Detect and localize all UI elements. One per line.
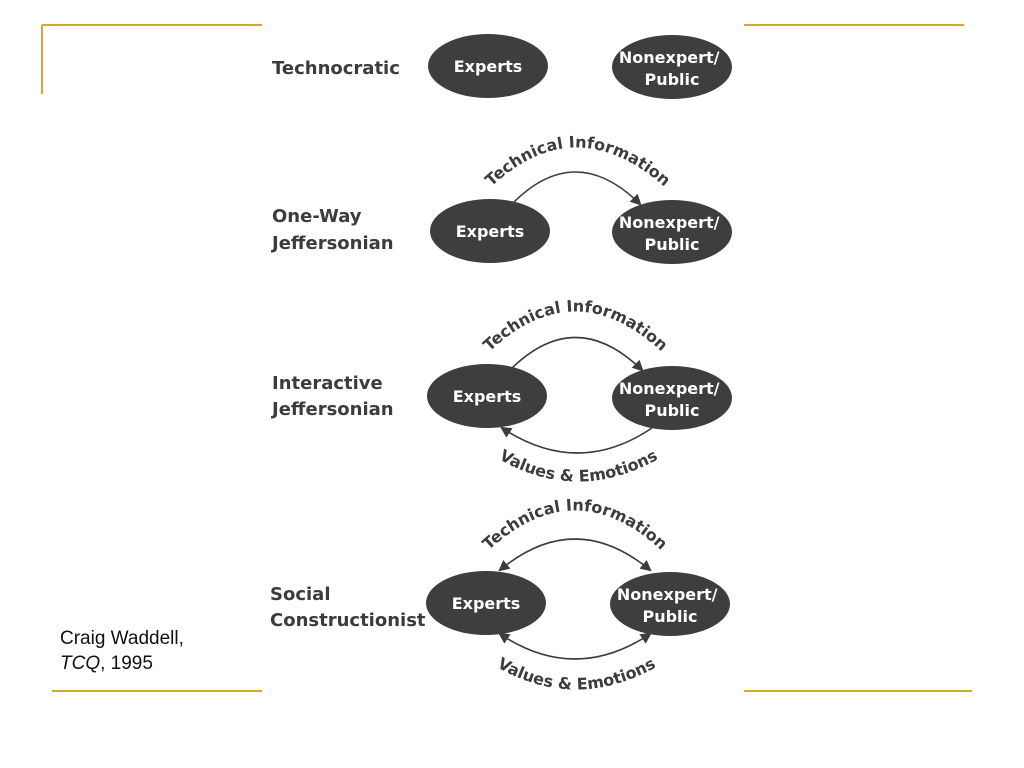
model-technocratic: Technocratic Experts Nonexpert/ Public [272,34,732,99]
experts-label: Experts [454,57,523,76]
experts-node [426,571,546,635]
flow-arrow-to-experts [500,426,653,454]
model-label: One-Way Jeffersonian [270,206,394,254]
flow-arrow-bidirectional-top [498,538,652,572]
public-node [612,35,732,99]
flow-label-values: Values & Emotions [497,446,661,486]
experts-label: Experts [452,594,521,613]
model-interactive-jeffersonian: Interactive Jeffersonian Technical Infor… [270,296,732,486]
flow-label-technical: Technical Information [479,296,671,354]
model-label: Interactive Jeffersonian [270,373,394,420]
citation-journal: TCQ [60,653,101,674]
experts-node [428,34,548,98]
citation-year: , 1995 [100,653,153,674]
model-one-way-jeffersonian: One-Way Jeffersonian Technical Informati… [270,132,732,264]
model-label: Technocratic [272,58,400,79]
model-social-constructionist: Social Constructionist Technical Informa… [270,495,730,694]
flow-label-technical: Technical Information [479,495,672,553]
flow-arrow-to-public [511,171,642,206]
flow-arrow-bidirectional-bottom [498,632,652,660]
public-label: Nonexpert/ Public [619,213,725,254]
flow-arrow-to-public [509,336,644,372]
model-label: Social Constructionist [270,584,426,631]
flow-label-technical: Technical Information [481,132,674,190]
public-label: Nonexpert/ Public [619,48,725,89]
citation-source: TCQ, 1995 [60,651,184,676]
experts-node [430,199,550,263]
experts-node [427,364,547,428]
experts-label: Experts [456,222,525,241]
public-node [610,572,730,636]
citation-caption: Craig Waddell, TCQ, 1995 [60,626,184,676]
public-label: Nonexpert/ Public [617,585,723,626]
public-node [612,200,732,264]
public-node [612,366,732,430]
experts-label: Experts [453,387,522,406]
public-label: Nonexpert/ Public [619,379,725,420]
citation-author: Craig Waddell, [60,628,184,649]
frame-rules [41,24,972,692]
